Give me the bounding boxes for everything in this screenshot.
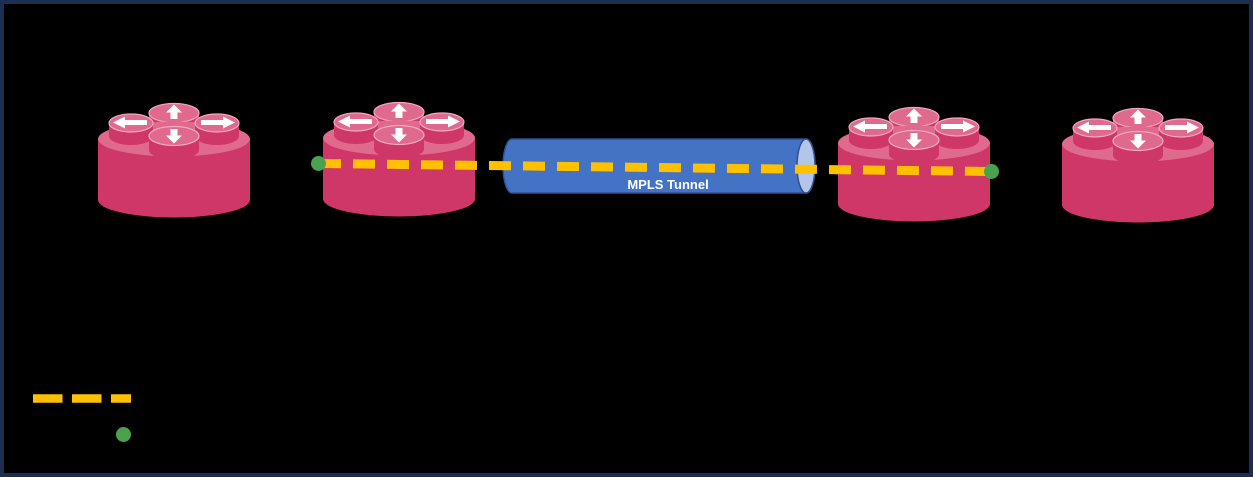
router-icon-3 (837, 106, 991, 223)
router-icon-1 (97, 102, 251, 219)
lsp-dashed-path (318, 159, 992, 176)
endpoint-dot-left (311, 156, 326, 171)
endpoint-dot-right (984, 164, 999, 179)
mpls-tunnel-label: MPLS Tunnel (627, 177, 708, 192)
router-icon-2 (322, 101, 476, 218)
router-icon-4 (1061, 107, 1215, 224)
legend-endpoint-dot-sample (116, 427, 131, 442)
legend (33, 394, 131, 442)
